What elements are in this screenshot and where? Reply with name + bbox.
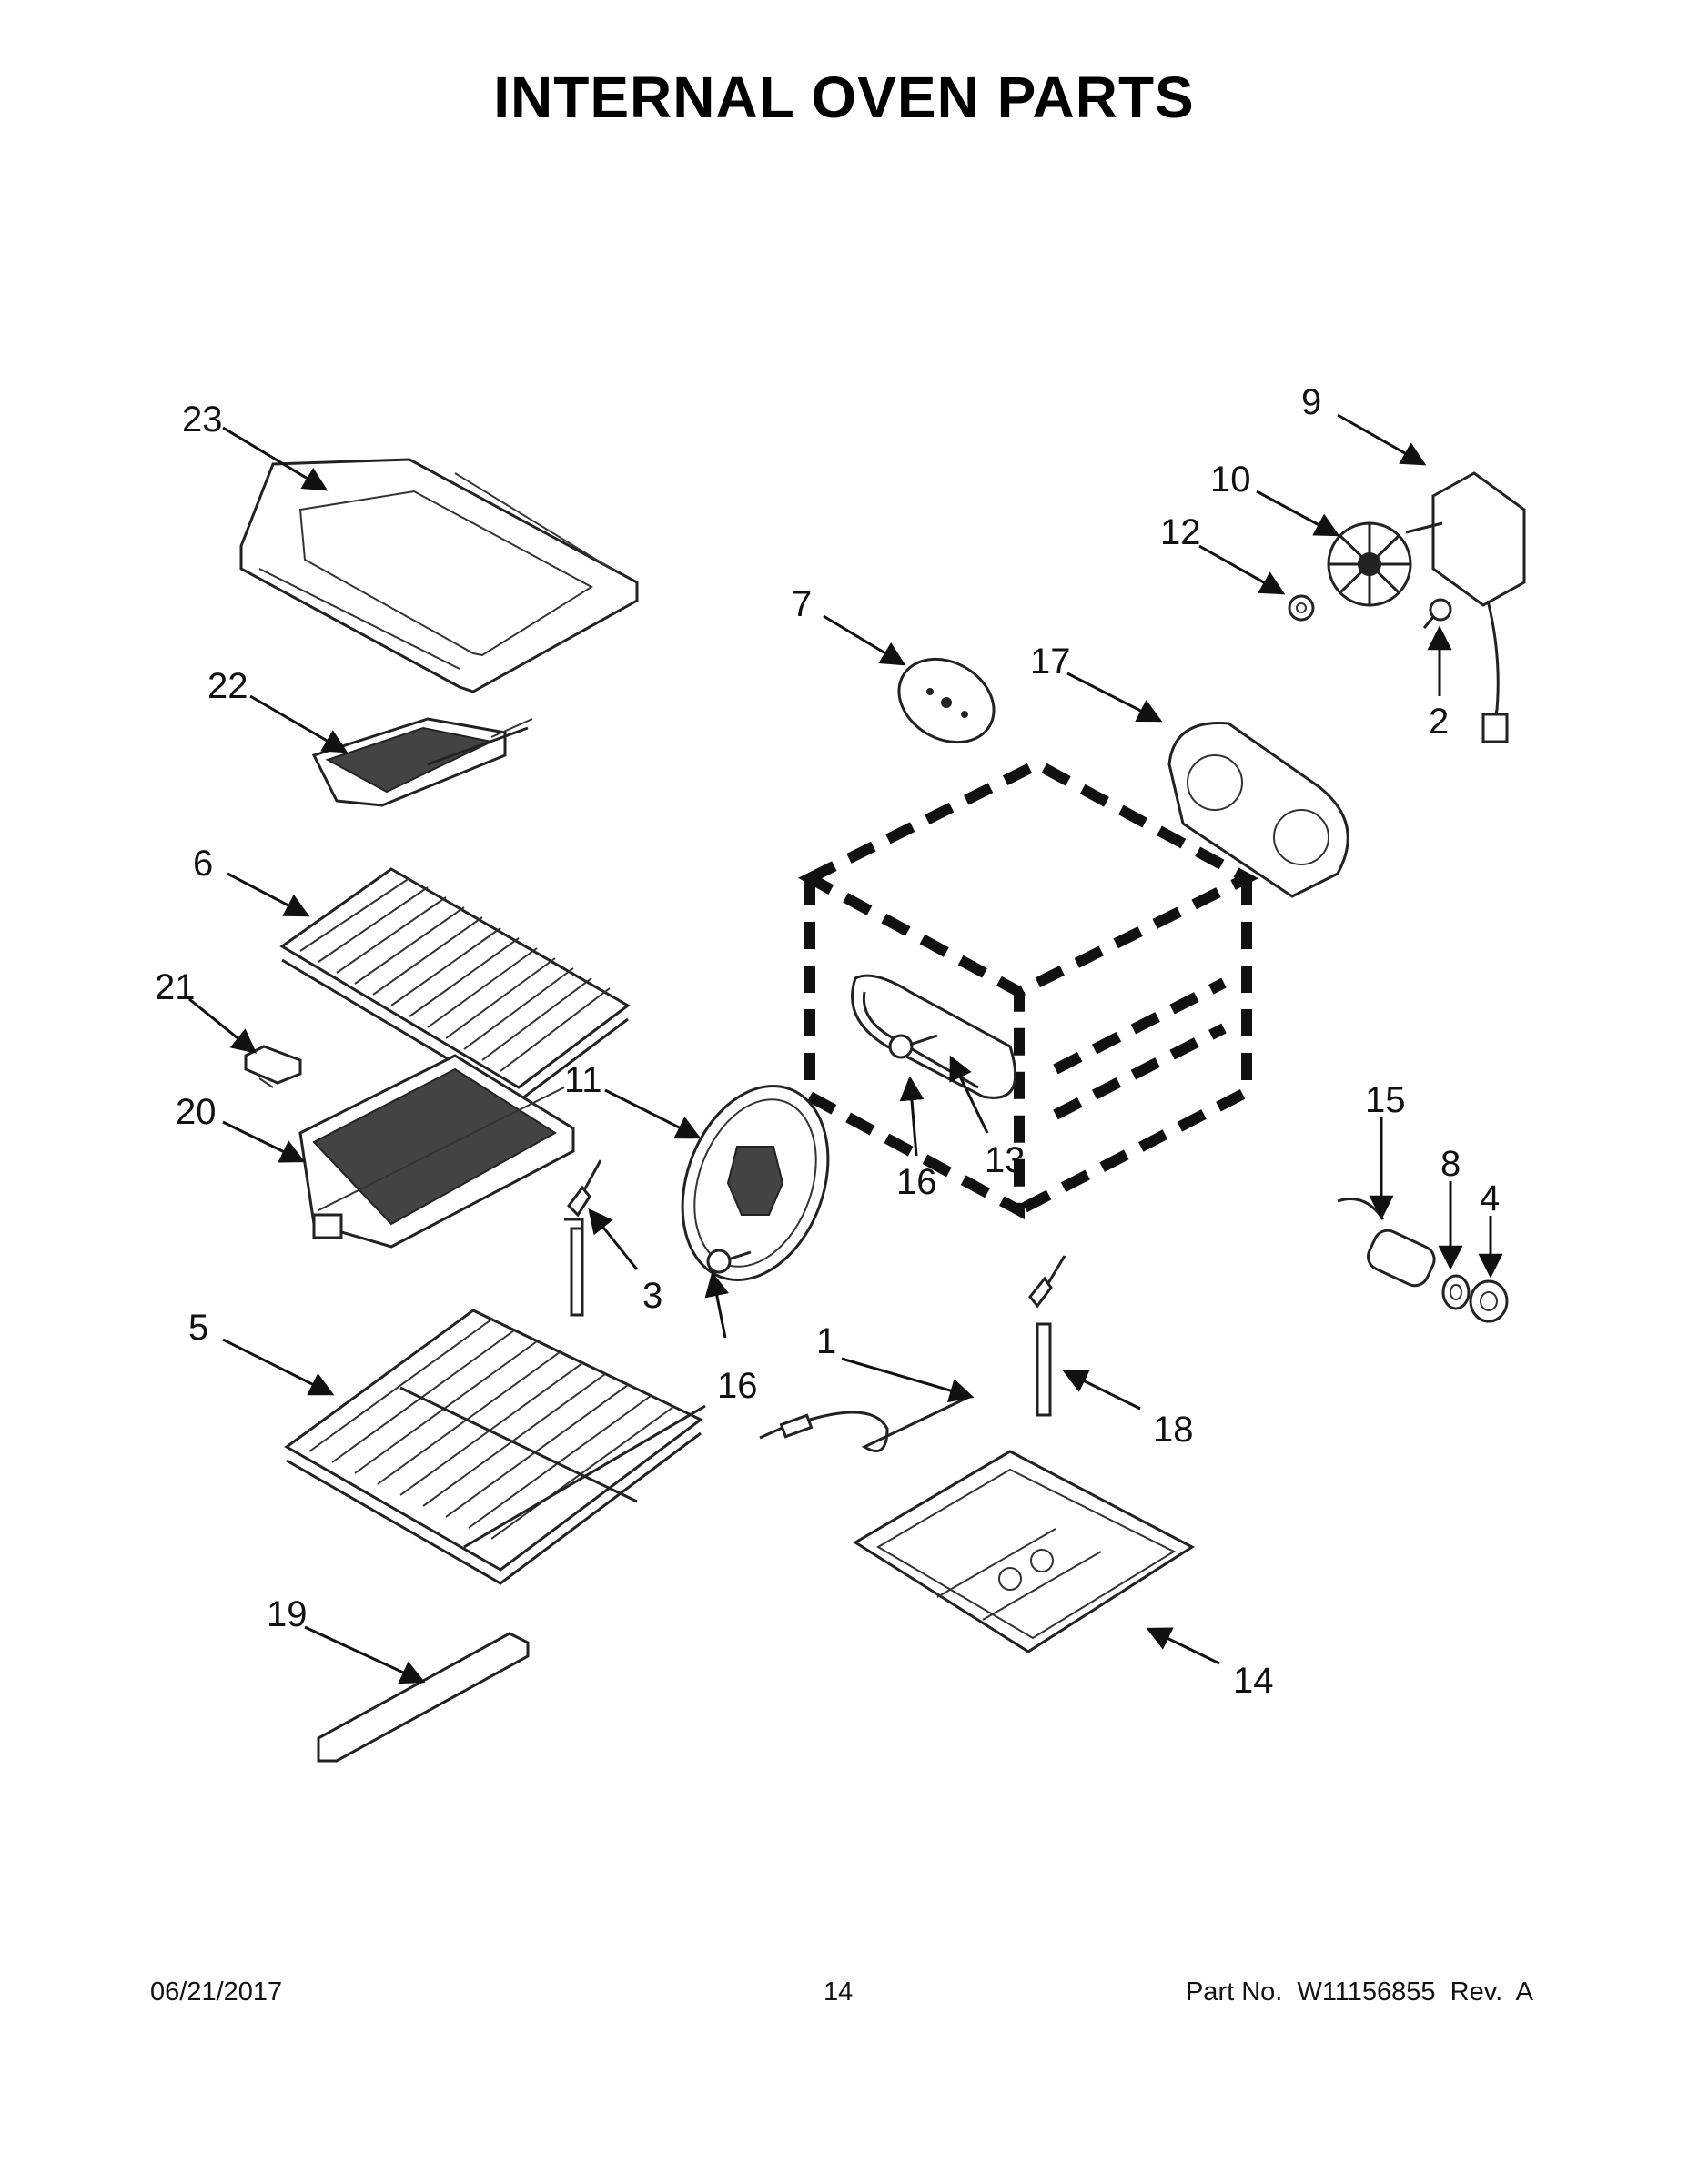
callout-9: 9: [1301, 382, 1321, 422]
callout-17: 17: [1030, 642, 1071, 682]
oven-cavity: [798, 758, 1258, 1220]
part-14-bottom-pan: [853, 1450, 1195, 1653]
part-20-bake-element: [298, 1054, 575, 1249]
part-18-sensor: [1028, 1255, 1066, 1417]
callout-15: 15: [1365, 1080, 1406, 1120]
footer-date: 06/21/2017: [150, 1977, 283, 2007]
callout-21: 21: [155, 967, 196, 1007]
callout-2: 2: [1429, 702, 1449, 742]
part-1-meat-probe: [759, 1395, 970, 1452]
part-19-trim-strip: [317, 1632, 530, 1763]
part-7-fan-disk: [897, 657, 996, 744]
callout-16-upper: 16: [896, 1162, 937, 1202]
footer-part-number: Part No. W11156855 Rev. A: [1185, 1977, 1533, 2007]
part-6-oven-rack: [279, 867, 631, 1103]
part-5-roll-out-rack: [284, 1309, 706, 1585]
page-title: INTERNAL OVEN PARTS: [493, 65, 1195, 130]
callout-7: 7: [792, 584, 812, 624]
part-2-screw: [1422, 598, 1452, 629]
callout-4: 4: [1480, 1178, 1500, 1218]
part-4-nut: [1469, 1279, 1509, 1323]
part-10-fan-blade: [1327, 521, 1412, 607]
part-16-screw-lower: [706, 1249, 752, 1274]
callout-16-lower: 16: [717, 1366, 758, 1406]
part-13-convection-element: [851, 974, 1017, 1099]
callout-13: 13: [985, 1140, 1026, 1180]
part-21-bracket: [244, 1045, 302, 1088]
callout-11: 11: [564, 1060, 602, 1100]
callout-14: 14: [1233, 1661, 1274, 1701]
part-12-nut: [1288, 594, 1315, 622]
footer-page-number: 14: [824, 1977, 854, 2007]
callout-1: 1: [816, 1321, 836, 1361]
part-9-fan-motor: [1405, 471, 1526, 743]
callout-labels: 23 22 6 21 20 5 19 7 17 9 10 12 2 11 13 …: [155, 382, 1500, 1701]
part-8-lock-washer: [1441, 1274, 1471, 1310]
leader-lines: [188, 413, 1503, 1684]
part-23-door-panel: [239, 458, 639, 693]
part-17-convection-cover: [1167, 722, 1349, 898]
part-3-sensor: [564, 1159, 602, 1317]
callout-10: 10: [1210, 460, 1251, 500]
callout-23: 23: [182, 399, 223, 440]
callout-6: 6: [193, 844, 213, 884]
callout-18: 18: [1153, 1410, 1194, 1450]
callout-20: 20: [176, 1092, 217, 1132]
part-22-broil-element: [311, 717, 533, 807]
callout-22: 22: [207, 666, 248, 706]
callout-5: 5: [188, 1308, 208, 1348]
callout-3: 3: [642, 1276, 662, 1316]
callout-8: 8: [1440, 1144, 1461, 1184]
part-16-screw-upper: [888, 1034, 938, 1059]
callout-12: 12: [1160, 512, 1201, 552]
part-15-capacitor: [1337, 1198, 1436, 1288]
part-11-fan-baffle: [681, 1084, 830, 1282]
callout-19: 19: [267, 1594, 308, 1634]
